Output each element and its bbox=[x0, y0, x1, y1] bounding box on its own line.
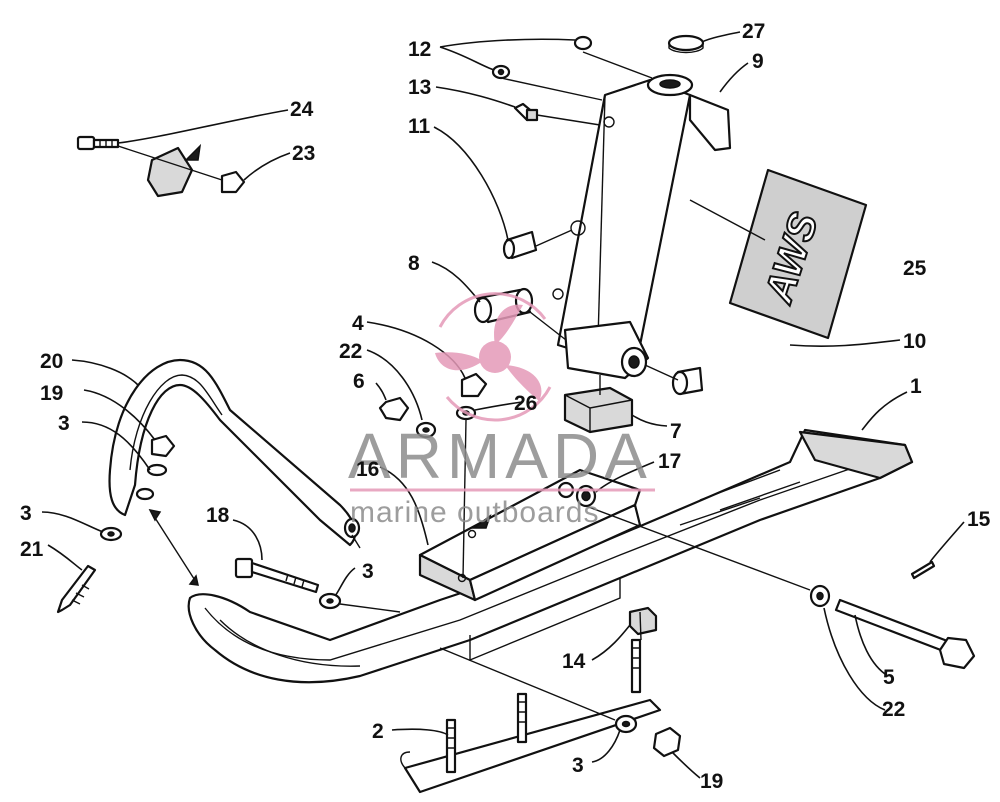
callout-13: 13 bbox=[408, 76, 431, 99]
rubber-bumper bbox=[563, 386, 634, 434]
spindle bbox=[552, 73, 732, 380]
callout-3: 3 bbox=[362, 560, 374, 583]
wear-bar bbox=[400, 638, 662, 794]
callout-18: 18 bbox=[206, 504, 230, 527]
watermark: ARMADA marine outboards bbox=[348, 292, 655, 529]
leader-lines bbox=[41, 31, 965, 779]
callout-19: 19 bbox=[40, 382, 63, 405]
callout-17: 17 bbox=[658, 450, 681, 473]
callout-20: 20 bbox=[40, 350, 63, 373]
callout-11: 11 bbox=[408, 115, 431, 138]
callout-7: 7 bbox=[670, 420, 682, 443]
callout-8: 8 bbox=[408, 252, 420, 275]
callout-24: 24 bbox=[290, 98, 314, 121]
callout-22: 22 bbox=[882, 698, 905, 721]
callout-4: 4 bbox=[352, 312, 364, 335]
callout-9: 9 bbox=[752, 50, 764, 73]
loop-hardware-upper bbox=[99, 434, 176, 542]
callout-26: 26 bbox=[514, 392, 537, 415]
propeller-logo-icon bbox=[435, 292, 552, 422]
spindle-cap bbox=[667, 34, 705, 54]
aws-decal: AWS bbox=[728, 168, 868, 340]
axis-lines bbox=[117, 51, 811, 721]
ski-loop bbox=[108, 358, 361, 547]
callout-10: 10 bbox=[903, 330, 926, 353]
watermark-title: ARMADA bbox=[348, 420, 652, 492]
callout-3: 3 bbox=[20, 502, 32, 525]
callout-14: 14 bbox=[562, 650, 586, 673]
callout-5: 5 bbox=[883, 666, 895, 689]
callout-16: 16 bbox=[356, 458, 379, 481]
loop-bolt bbox=[56, 564, 97, 614]
callout-3: 3 bbox=[572, 754, 584, 777]
watermark-subtitle: marine outboards bbox=[350, 496, 599, 529]
spindle-bushing-right bbox=[671, 366, 704, 396]
callout-2: 2 bbox=[372, 720, 384, 743]
callout-25: 25 bbox=[903, 257, 927, 280]
center-hardware bbox=[378, 372, 488, 439]
wear-bar-nut bbox=[628, 606, 658, 636]
callout-19: 19 bbox=[700, 770, 723, 793]
wedge-bolt-assembly bbox=[76, 135, 246, 198]
ski bbox=[187, 428, 914, 684]
grease-fittings bbox=[491, 35, 593, 122]
callout-1: 1 bbox=[910, 375, 922, 398]
callout-21: 21 bbox=[20, 538, 44, 561]
callout-12: 12 bbox=[408, 38, 431, 61]
spindle-bushing-upper bbox=[502, 230, 538, 260]
callout-27: 27 bbox=[742, 20, 765, 43]
lower-hardware bbox=[614, 714, 682, 758]
callout-numbers: 1 2 3 3 3 3 4 5 6 7 8 9 10 11 12 13 14 1… bbox=[20, 20, 991, 793]
callout-15: 15 bbox=[967, 508, 991, 531]
callout-22: 22 bbox=[339, 340, 362, 363]
callout-23: 23 bbox=[292, 142, 315, 165]
front-bolt bbox=[234, 557, 342, 610]
callout-3: 3 bbox=[58, 412, 70, 435]
spindle-bolt bbox=[809, 560, 976, 670]
callout-6: 6 bbox=[353, 370, 365, 393]
